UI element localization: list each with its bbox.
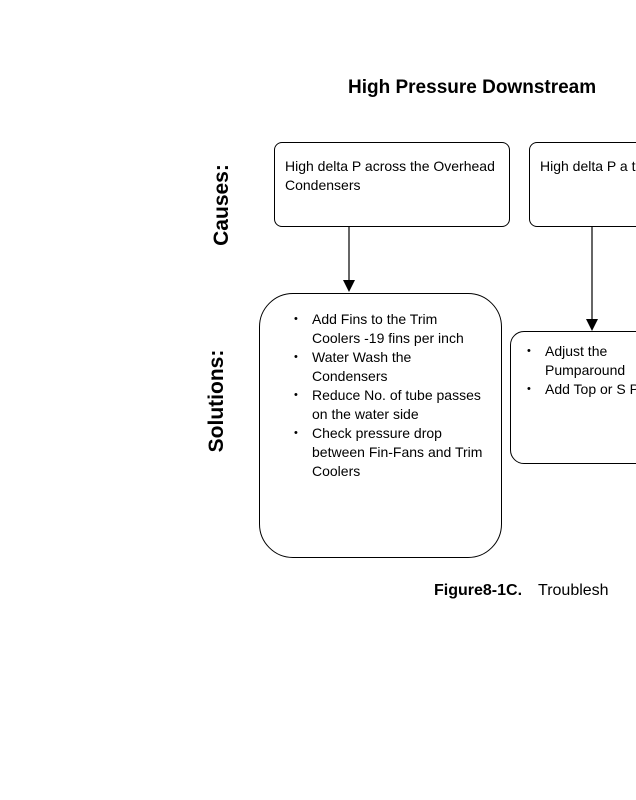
solution-box-pumparound: Adjust the Pumparound Add Top or S P/A (510, 331, 636, 464)
figure-caption-text: Troublesh (538, 582, 609, 599)
solution-item: Reduce No. of tube passes on the water s… (290, 386, 487, 424)
figure-caption: Figure8-1C. Troublesh (434, 582, 609, 600)
cause-box-overhead-condensers: High delta P across the Overhead Condens… (274, 142, 510, 227)
diagram-title: High Pressure Downstream (348, 77, 597, 98)
cause-text: High delta P a the Main Frac (540, 158, 636, 174)
solution-item: Adjust the Pumparound (523, 342, 635, 380)
figure-number: Figure8-1C. (434, 582, 523, 599)
solution-item: Add Fins to the Trim Coolers -19 fins pe… (290, 310, 487, 348)
solution-item: Water Wash the Condensers (290, 348, 487, 386)
solution-item: Add Top or S P/A (523, 380, 636, 399)
cause-box-main-frac: High delta P a the Main Frac (529, 142, 636, 227)
solution-list: Add Fins to the Trim Coolers -19 fins pe… (290, 310, 487, 481)
arrow-head-1 (343, 280, 355, 292)
solution-box-condensers: Add Fins to the Trim Coolers -19 fins pe… (259, 293, 502, 558)
solution-item: Check pressure drop between Fin-Fans and… (290, 424, 487, 481)
cause-text: High delta P across the Overhead Condens… (285, 158, 495, 193)
solution-list: Adjust the Pumparound Add Top or S P/A (523, 342, 636, 399)
arrow-head-2 (586, 319, 598, 331)
